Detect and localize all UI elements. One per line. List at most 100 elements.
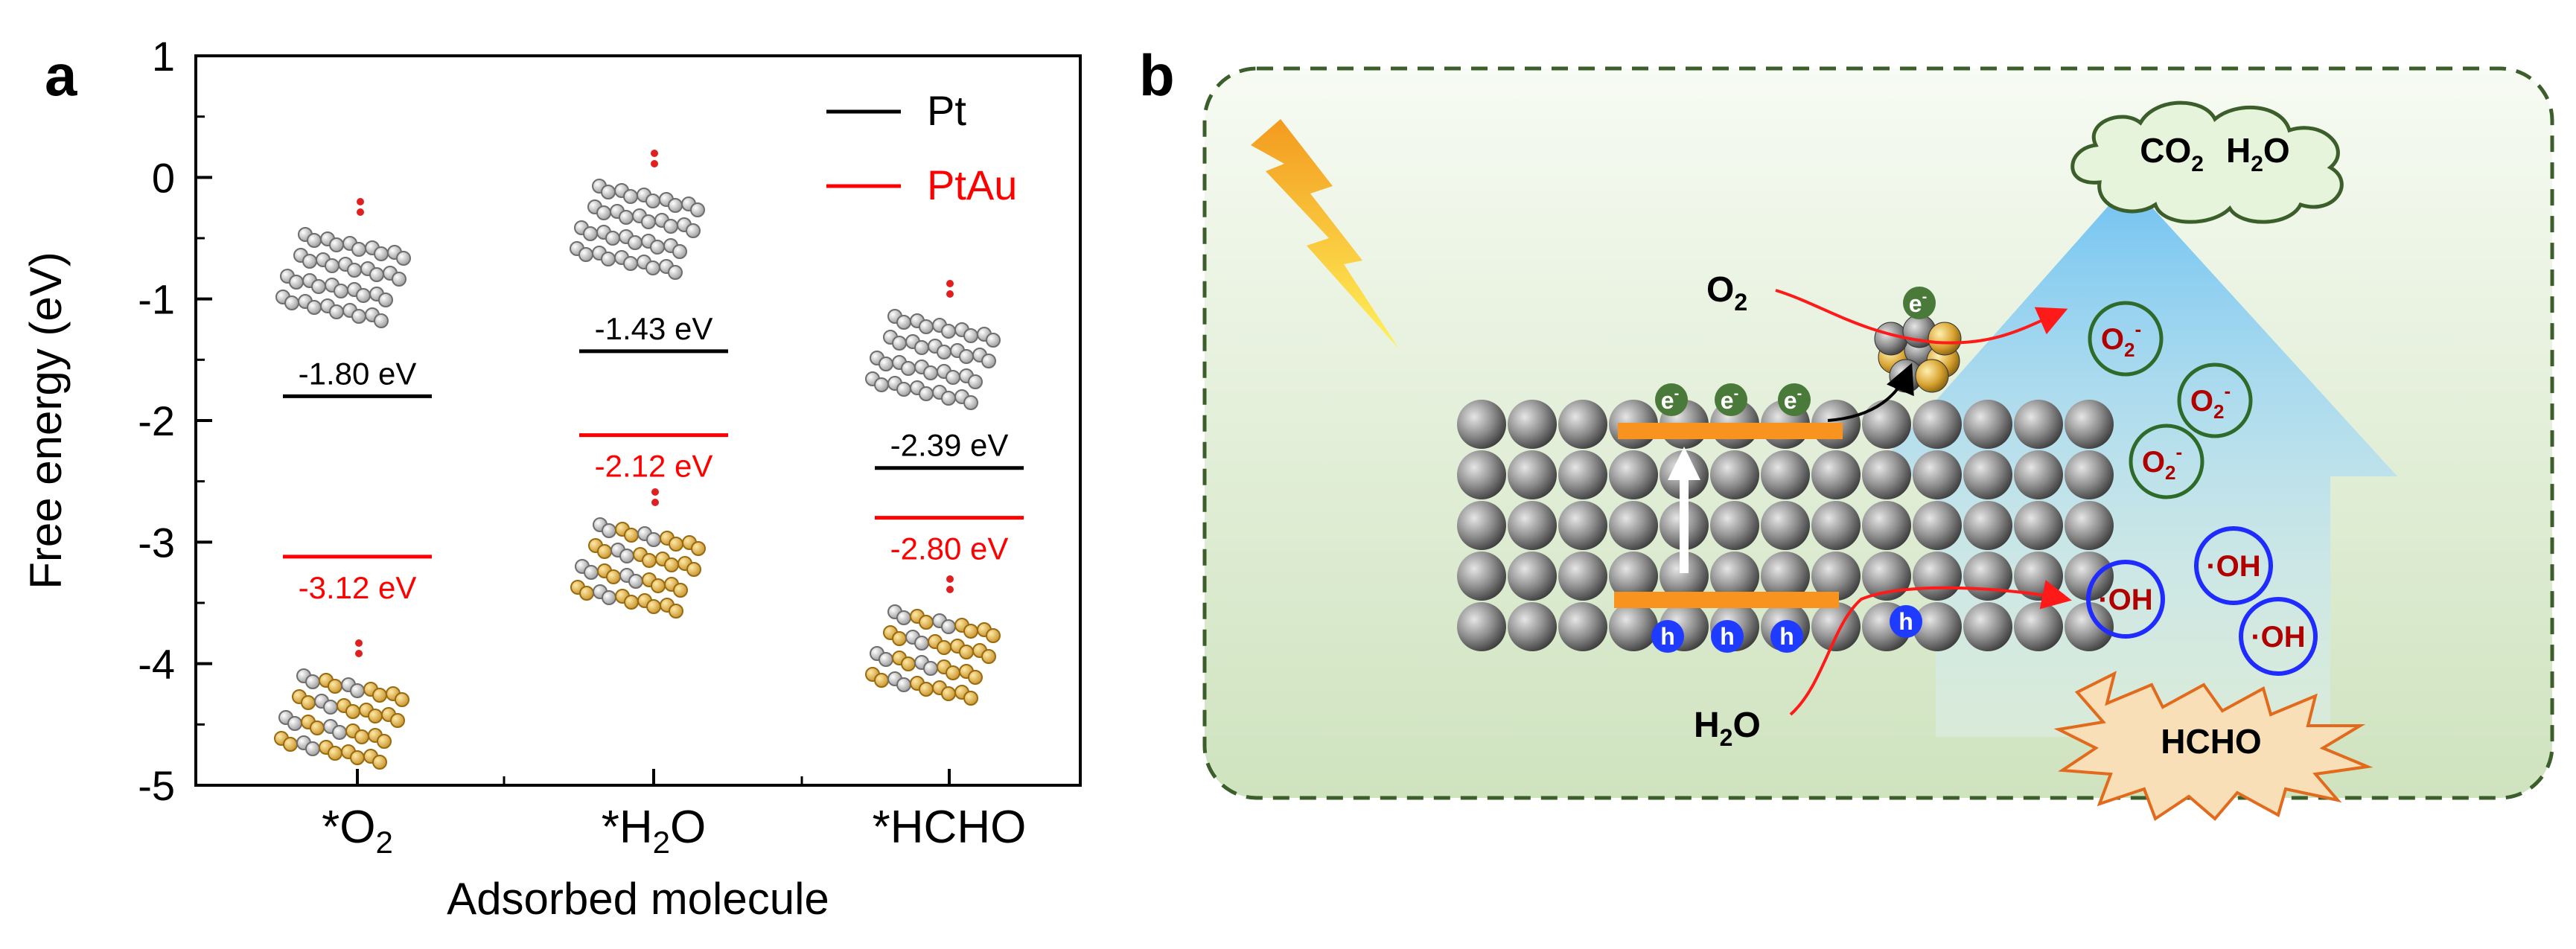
slab-atom — [1862, 400, 1911, 449]
slab-atom — [1862, 450, 1911, 499]
slab-atom — [1862, 501, 1911, 550]
y-tick-label: -3 — [138, 519, 175, 566]
electron-icon: e- — [1715, 383, 1747, 416]
hole-icon: h — [1711, 620, 1744, 653]
category-label-hcho: *HCHO — [873, 802, 1027, 853]
slab-atom — [1457, 450, 1506, 499]
slab-atom — [1558, 552, 1607, 601]
slab-atom — [1913, 450, 1962, 499]
slab-atom — [1761, 501, 1810, 550]
hcho-burst — [2053, 671, 2373, 822]
slab-atom — [2065, 450, 2114, 499]
hydroxyl-radical: ·OH — [2239, 597, 2318, 676]
structure-models — [274, 150, 1001, 770]
superoxide-radical: O2- — [2129, 424, 2204, 499]
x-axis-label: Adsorbed molecule — [447, 874, 829, 924]
data-label-pt-1: -1.43 eV — [595, 311, 713, 346]
structure-ptau-h2o — [570, 488, 706, 619]
slab-atom — [1862, 552, 1911, 601]
slab-atom — [2065, 501, 2114, 550]
category-label-h2o: *H2O — [602, 802, 707, 860]
slab-atom — [1660, 552, 1709, 601]
slab-atom — [1508, 501, 1557, 550]
superoxide-radical: O2- — [2177, 362, 2253, 438]
slab-atom — [1963, 552, 2012, 601]
hole-icon: h — [1890, 605, 1922, 638]
slab-atom — [1963, 450, 2012, 499]
slab-atom — [1963, 400, 2012, 449]
conduction-band — [1618, 423, 1843, 439]
structure-ptau-o2 — [274, 639, 409, 770]
svg-text:O2-: O2- — [2142, 441, 2182, 484]
slab-atom — [1761, 552, 1810, 601]
y-tick-label: -2 — [138, 397, 175, 444]
structure-ptau-hcho — [865, 575, 1001, 706]
structure-pt-o2 — [275, 198, 411, 328]
catalyst-slab — [1457, 400, 2114, 651]
radicals: O2-O2-O2-·OH·OH·OH — [2086, 301, 2318, 676]
svg-text:O2-: O2- — [2101, 318, 2141, 361]
slab-atom — [1710, 501, 1759, 550]
slab-atom — [1609, 552, 1658, 601]
svg-text:·OH: ·OH — [2206, 550, 2260, 583]
x-axis — [356, 769, 951, 785]
slab-atom — [2065, 552, 2114, 601]
slab-atom — [1710, 450, 1759, 499]
svg-text:O2-: O2- — [2190, 380, 2231, 423]
slab-atom — [1508, 450, 1557, 499]
y-axis: 10-1-2-3-4-5 — [138, 33, 212, 809]
slab-atom — [2065, 602, 2114, 651]
svg-text:·OH: ·OH — [2251, 621, 2305, 654]
svg-text:h: h — [1779, 623, 1794, 650]
data-label-ptau-1: -2.12 eV — [595, 449, 713, 484]
y-tick-label: -1 — [138, 276, 175, 323]
slab-atom — [1609, 602, 1658, 651]
energy-levels: -1.80 eV-1.43 eV-2.39 eV-3.12 eV-2.12 eV… — [283, 311, 1024, 605]
slab-atom — [1457, 552, 1506, 601]
cluster-atom — [1915, 359, 1949, 393]
valence-band — [1614, 592, 1839, 608]
o2-label: O2 — [1706, 270, 1747, 316]
svg-text:h: h — [1720, 623, 1735, 650]
slab-atom — [2065, 400, 2114, 449]
slab-atom — [1811, 552, 1861, 601]
legend: Pt PtAu — [826, 87, 1017, 208]
slab-atom — [1811, 501, 1861, 550]
excitation-arrowhead — [1668, 447, 1700, 480]
slab-atom — [1508, 602, 1557, 651]
data-label-ptau-0: -3.12 eV — [299, 570, 417, 605]
y-tick-label: -5 — [138, 762, 175, 809]
slab-atom — [1913, 552, 1962, 601]
panel-a-label: a — [45, 42, 77, 108]
light-bolt-icon — [1251, 119, 1400, 350]
hole-icon: h — [1770, 620, 1803, 653]
o2-reduction-arrow — [1775, 289, 2068, 345]
svg-text:·OH: ·OH — [2098, 584, 2152, 616]
slab-atom — [1963, 501, 2012, 550]
data-label-pt-2: -2.39 eV — [890, 428, 1009, 463]
upward-arrow — [1869, 182, 2397, 737]
slab-atom — [1710, 552, 1759, 601]
slab-atom — [2014, 501, 2063, 550]
slab-atom — [1558, 602, 1607, 651]
svg-text:h: h — [1660, 623, 1675, 650]
slab-atom — [1609, 501, 1658, 550]
electron-icon: e- — [1655, 383, 1688, 416]
slab-atom — [1558, 400, 1607, 449]
data-label-ptau-2: -2.80 eV — [890, 531, 1009, 566]
legend-label-ptau: PtAu — [927, 162, 1017, 208]
superoxide-radical: O2- — [2088, 301, 2164, 377]
cluster-atom — [1928, 322, 1962, 356]
hydroxyl-radical: ·OH — [2086, 560, 2165, 639]
structure-pt-h2o — [570, 150, 705, 280]
y-tick-label: 1 — [152, 33, 175, 80]
electrons: e-e-e-e- — [1655, 287, 1936, 416]
slab-atom — [1913, 400, 1962, 449]
structure-pt-hcho — [865, 280, 1001, 410]
electron-icon: e- — [1903, 287, 1936, 319]
slab-atom — [1609, 450, 1658, 499]
slab-atom — [1558, 501, 1607, 550]
y-tick-label: -4 — [138, 641, 175, 688]
